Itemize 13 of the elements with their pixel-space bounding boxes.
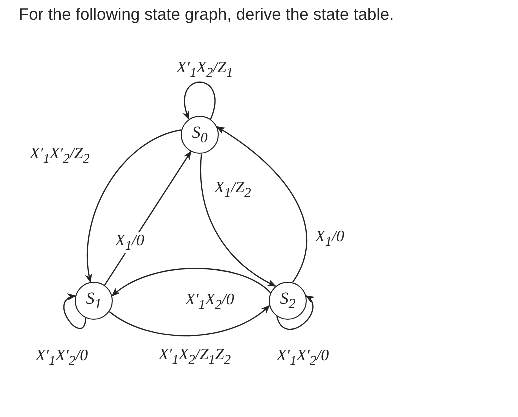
self-loop-arrow (183, 82, 216, 120)
state-circle: S$_{0}$ (181, 116, 219, 154)
state-circle: S$_{1}$ (75, 282, 113, 320)
transition-arrow (86, 130, 182, 284)
transition-arrow (112, 268, 272, 297)
state-circle: S$_{2}$ (269, 282, 307, 320)
self-loop-arrow (276, 296, 315, 330)
transition-arrow (109, 305, 270, 337)
question-text: For the following state graph, derive the state table. (19, 6, 394, 25)
transition-arrow (216, 126, 308, 283)
edge-label: X$_{1}$/0 (114, 232, 146, 254)
transition-arrow (200, 154, 277, 287)
self-loop-arrow (64, 294, 87, 330)
